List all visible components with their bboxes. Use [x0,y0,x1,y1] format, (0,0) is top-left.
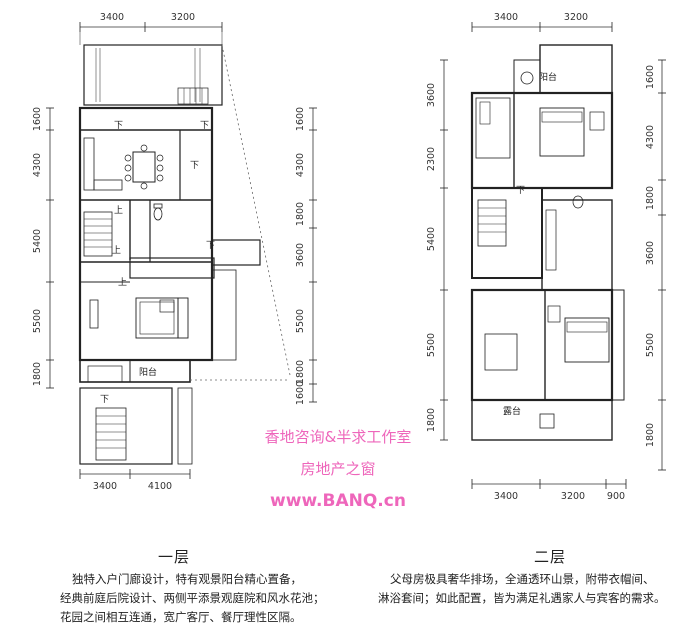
floor2-desc-line: 父母房极具奢华排场，全通透环山景，附带衣帽间、 [390,572,655,586]
dim-label-f2-bottom-1: 3400 [494,491,518,502]
watermark-line1: 香地咨询&半求工作室 [265,428,412,446]
dim-label-f2-bottom-3: 900 [607,491,625,502]
dim-label-f2-right-4: 3600 [645,241,656,265]
dim-label-f1-right-7: 1600 [295,381,306,405]
dim-label-f2-right-5: 5500 [645,333,656,357]
watermark-url: www.BANQ.cn [270,491,406,511]
dim-label-f1-bottom-1: 3400 [93,481,117,492]
dim-label-f1-top-2: 3200 [171,12,195,23]
dim-label-f2-top-1: 3400 [494,12,518,23]
room-label-balcony-1f: 阳台 [139,366,157,378]
dim-label-f1-right-6: 1800 [295,360,306,384]
stair-label-up: 上 [118,277,127,288]
dim-label-f1-right-4: 3600 [295,243,306,267]
dim-label-f2-top-2: 3200 [564,12,588,23]
dim-label-f2-left-4: 5500 [426,333,437,357]
floor2-description: 父母房极具奢华排场，全通透环山景，附带衣帽间、 淋浴套间；如此配置，皆为满足礼遇… [378,570,698,608]
stair-label-down: 下 [190,161,199,171]
dim-label-f1-left-1: 1600 [32,107,43,131]
dim-label-f1-right-5: 5500 [295,309,306,333]
dim-label-f2-right-3: 1800 [645,186,656,210]
room-label-balcony-2f: 阳台 [539,71,557,83]
dim-label-f1-left-5: 1800 [32,362,43,386]
dim-label-f1-top-1: 3400 [100,12,124,23]
stair-label-down: 下 [516,186,525,196]
floor1-title: 一层 [158,548,191,566]
stair-label-up: 上 [114,205,123,216]
dim-label-f2-right-1: 1600 [645,65,656,89]
dim-label-f1-right-3: 1800 [295,202,306,226]
floor1-desc-line: 独特入户门廊设计，特有观景阳台精心置备， [72,572,302,586]
dim-label-f2-left-1: 3600 [426,83,437,107]
dim-label-f1-left-4: 5500 [32,309,43,333]
dim-label-f2-right-6: 1800 [645,423,656,447]
floor2-title: 二层 [534,548,567,566]
stair-label-down: 下 [114,121,123,131]
dim-label-f1-bottom-2: 4100 [148,481,172,492]
dim-label-f1-left-3: 5400 [32,229,43,253]
dim-label-f1-left-2: 4300 [32,153,43,177]
dim-label-f2-right-2: 4300 [645,125,656,149]
stair-label-down: 下 [206,241,215,251]
stair-label-down: 下 [200,121,209,131]
dim-label-f2-bottom-2: 3200 [561,491,585,502]
floor1-plan [46,22,317,479]
floor1-desc-line: 花园之间相互连通，宽广客厅、餐厅理性区隔。 [60,610,302,624]
watermark-line2: 房地产之窗 [300,460,375,478]
floor2-desc-line: 淋浴套间；如此配置，皆为满足礼遇家人与宾客的需求。 [378,591,666,605]
dim-label-f1-right-1: 1600 [295,107,306,131]
stair-label-down: 下 [100,395,109,405]
floor2-plan [440,22,666,489]
floor1-desc-line: 经典前庭后院设计、两侧平添景观庭院和风水花池； [60,591,325,605]
stair-label-up: 上 [112,245,121,256]
dim-label-f2-left-2: 2300 [426,147,437,171]
dim-label-f2-left-3: 5400 [426,227,437,251]
floor-plans-drawing: 3400 3200 3400 4100 1600 4300 5400 5500 … [32,12,666,511]
dim-label-f2-left-5: 1800 [426,408,437,432]
room-label-terrace-2f: 露台 [503,405,521,417]
floor1-description: 独特入户门廊设计，特有观景阳台精心置备， 经典前庭后院设计、两侧平添景观庭院和风… [60,570,360,627]
dim-label-f1-right-2: 4300 [295,153,306,177]
